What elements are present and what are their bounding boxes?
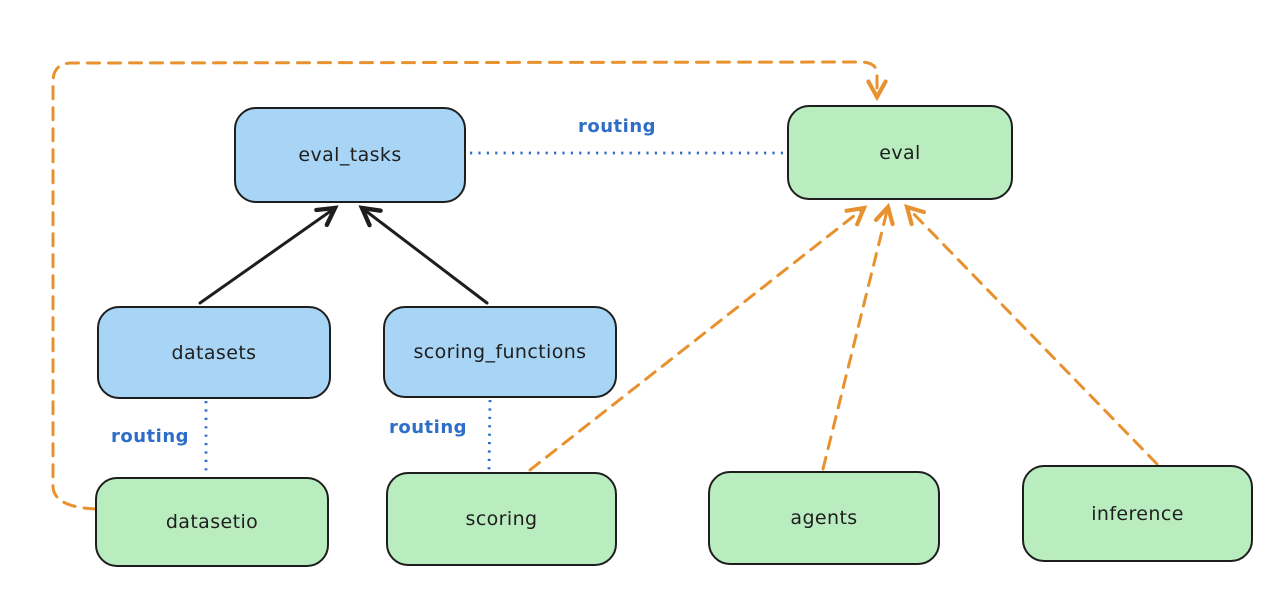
node-eval: eval — [787, 105, 1013, 200]
node-datasets: datasets — [97, 306, 331, 399]
edge-agents-to-eval — [821, 202, 895, 471]
node-datasets-label: datasets — [171, 341, 257, 364]
node-scoring-functions-label: scoring_functions — [413, 341, 587, 363]
edge-scoring_functions-to-scoring — [487, 399, 492, 471]
node-inference: inference — [1022, 465, 1253, 562]
node-eval-tasks-label: eval_tasks — [298, 144, 402, 166]
node-inference-label: inference — [1091, 502, 1184, 525]
edge-label-routing-scoring_functions-scoring: routing — [388, 417, 468, 438]
edge-datasets-to-eval_tasks — [198, 205, 339, 305]
node-eval-label: eval — [879, 141, 921, 164]
edge-scoring_functions-to-eval_tasks — [358, 205, 489, 305]
edge-label-routing-eval_tasks-eval: routing — [577, 116, 657, 137]
node-scoring: scoring — [386, 472, 617, 566]
edge-label-routing-datasets-datasetio: routing — [110, 426, 190, 447]
edge-inference-to-eval — [904, 203, 1159, 466]
edge-datasetio-to-eval — [51, 60, 888, 511]
node-agents: agents — [708, 471, 940, 565]
node-datasetio-label: datasetio — [165, 511, 259, 533]
node-eval-tasks: eval_tasks — [234, 107, 466, 203]
node-scoring-functions: scoring_functions — [383, 306, 617, 398]
node-agents-label: agents — [790, 507, 858, 529]
edge-scoring-to-eval — [528, 205, 868, 472]
node-scoring-label: scoring — [465, 508, 538, 530]
node-datasetio: datasetio — [95, 477, 329, 567]
